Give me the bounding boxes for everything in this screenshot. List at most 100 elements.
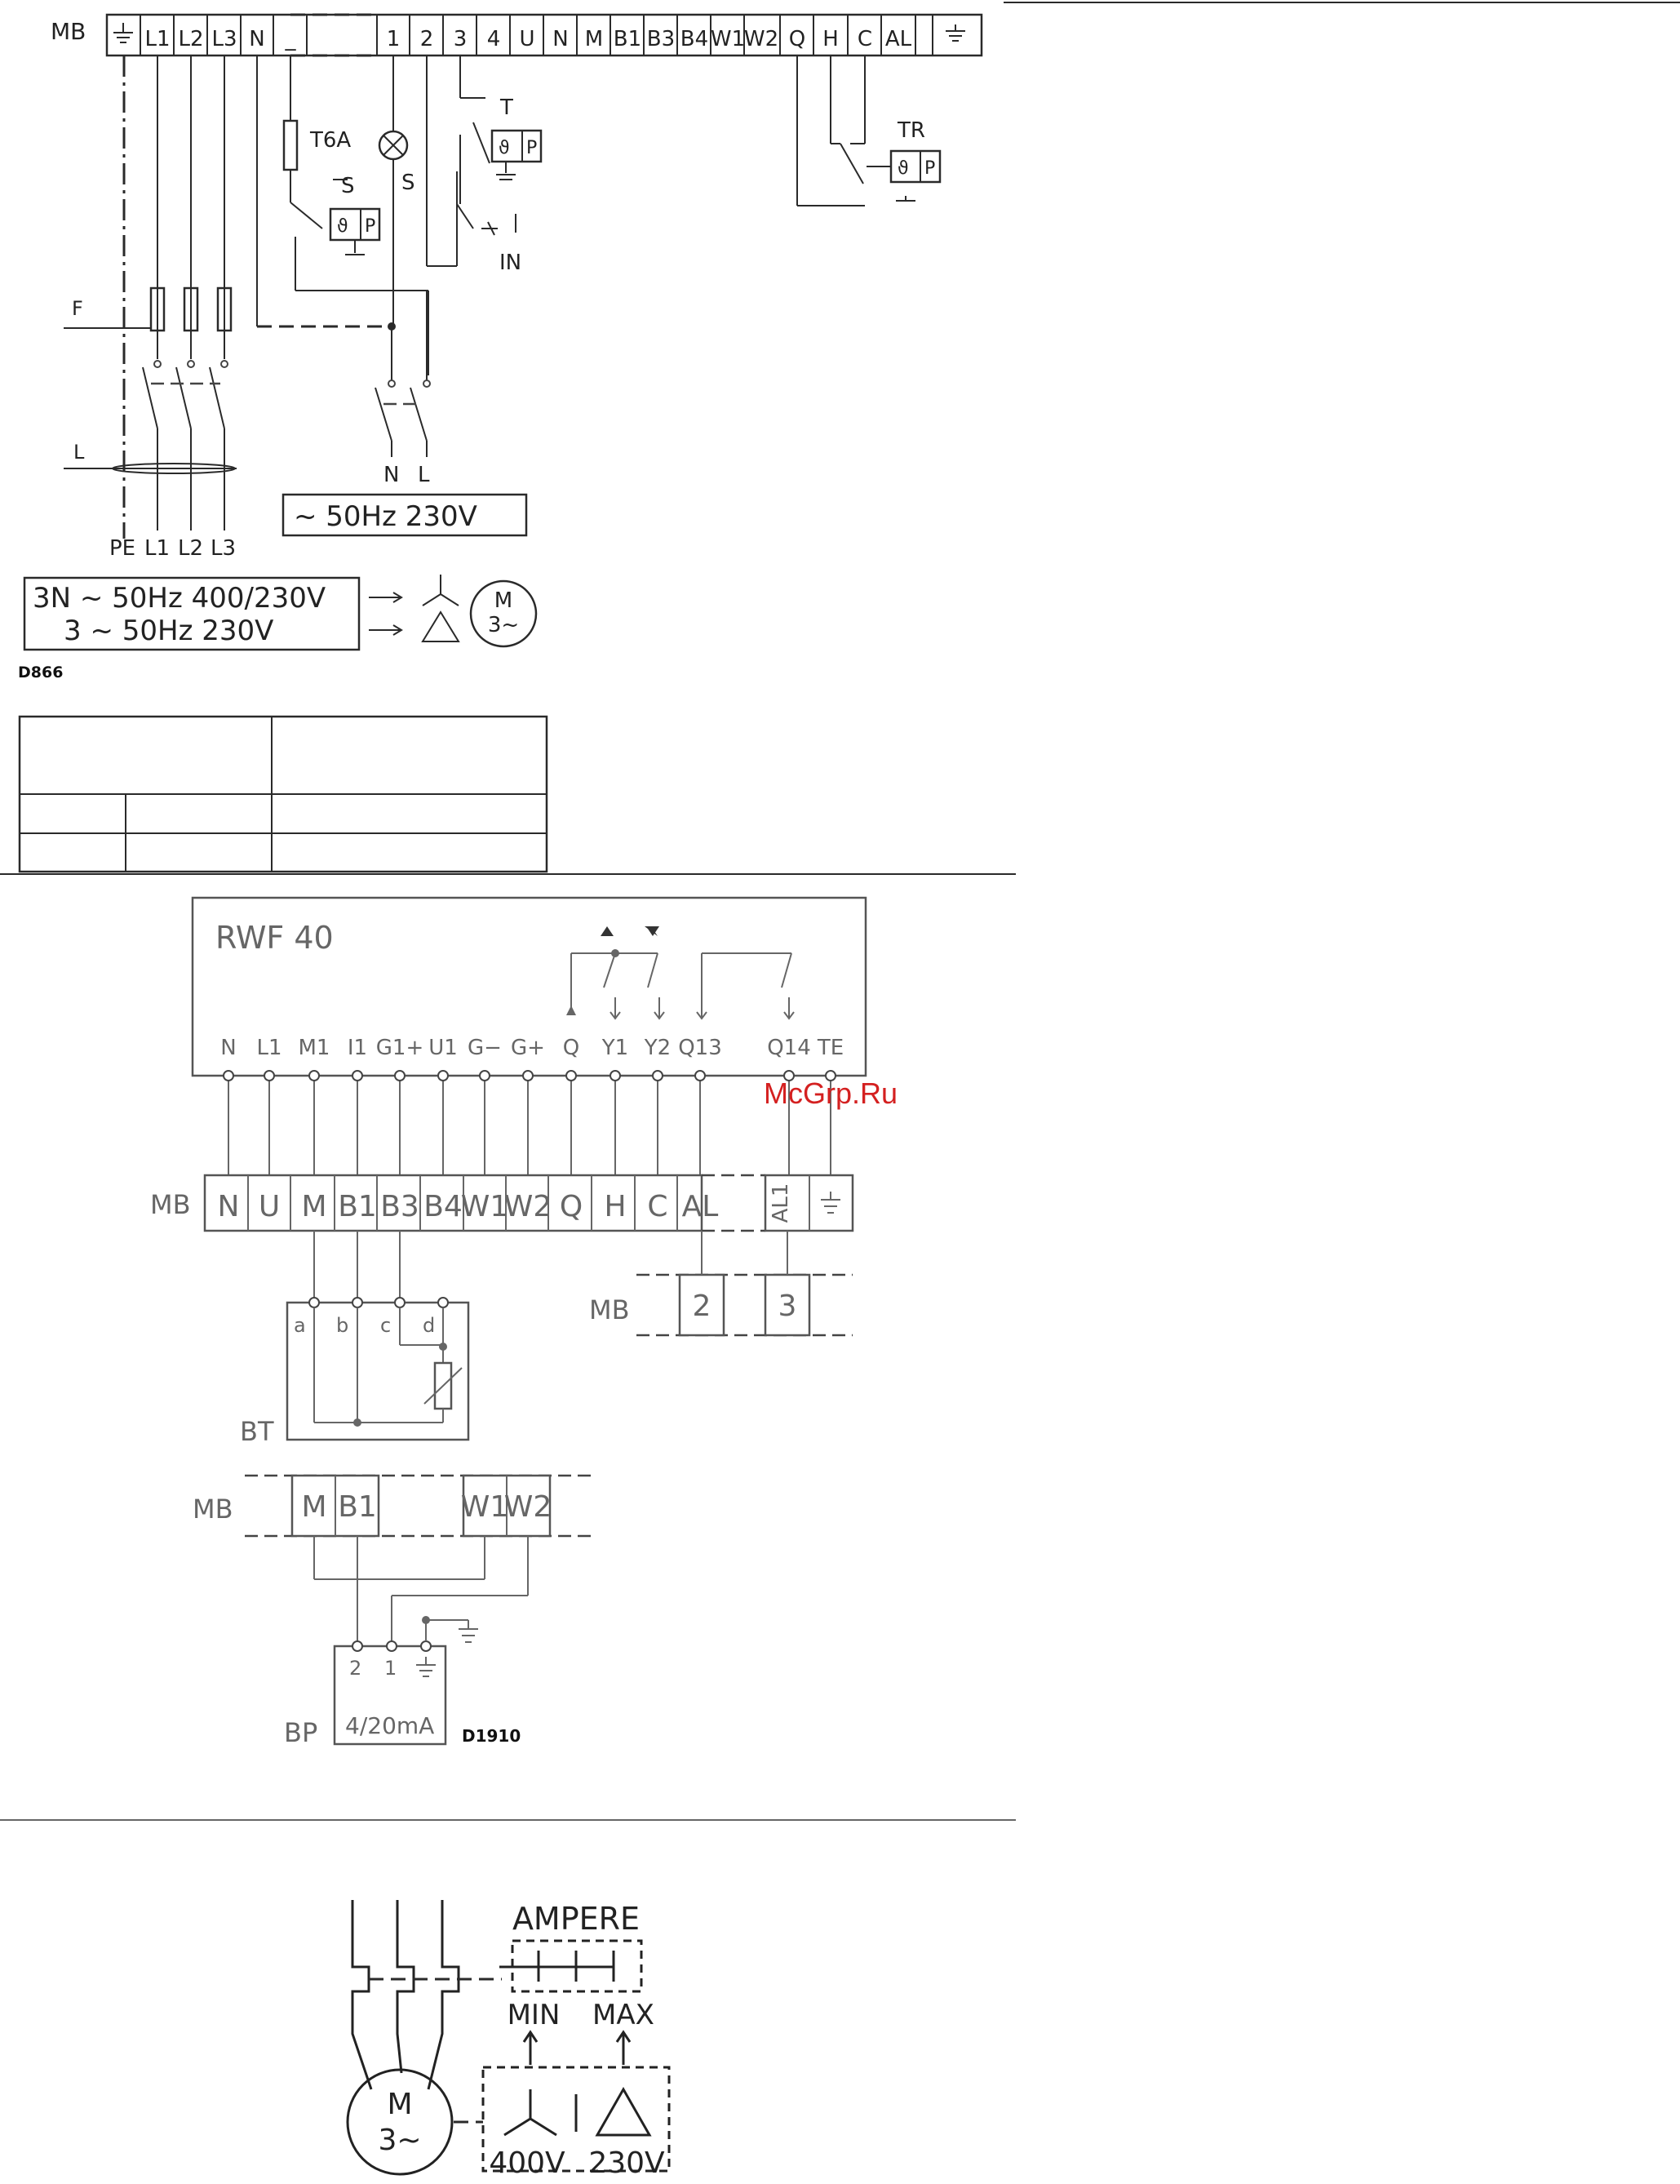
star-connection-icon: [422, 575, 459, 606]
motor-3-label-2: 3~: [378, 2124, 421, 2157]
mb-label-bottom: MB: [193, 1494, 233, 1525]
motor-m-label-2: M: [387, 2088, 412, 2121]
mb-terminal-label: M: [301, 1190, 326, 1223]
mb-terminal-label: N: [218, 1190, 240, 1223]
bp-label: BP: [284, 1717, 317, 1748]
thermostat-tr: [889, 149, 942, 184]
terminal-label: L2: [178, 27, 203, 51]
pe-label: PE: [109, 536, 135, 561]
theta-icon: ϑ: [337, 216, 348, 237]
earth-icon: [821, 1192, 840, 1214]
mb-terminal-w2: W2: [504, 1490, 552, 1524]
star-delta-box: [481, 2066, 671, 2173]
mb-terminal-label: W1: [461, 1190, 509, 1223]
star-connection-icon: [503, 2089, 557, 2137]
mb-terminal-label: B3: [380, 1190, 419, 1223]
rwf-terminal-label: G1+: [376, 1036, 423, 1060]
thermostat-t: [490, 129, 543, 163]
rwf-terminal-label: Q13: [678, 1036, 722, 1060]
fuse-t6a-label: T6A: [309, 128, 351, 153]
t-label: T: [499, 95, 513, 120]
rwf-terminal-label: M1: [299, 1036, 330, 1060]
min-label: MIN: [508, 1999, 561, 2031]
terminal-label: U: [519, 27, 534, 51]
mb-terminal-b1: B1: [338, 1490, 377, 1524]
terminal-label: C: [858, 27, 872, 51]
rwf-terminal-label: TE: [817, 1036, 844, 1060]
bt-pin-b: b: [336, 1314, 348, 1337]
in-label: IN: [499, 251, 521, 275]
l1-label: L1: [144, 536, 170, 561]
mb-terminal-3: 3: [778, 1290, 797, 1323]
rwf40-controller-box: [191, 896, 867, 1077]
terminal-label: 3: [454, 27, 468, 51]
blank-table: [18, 715, 548, 873]
l3-label: L3: [211, 536, 236, 561]
ampere-label: AMPERE: [512, 1901, 640, 1937]
bt-label: BT: [240, 1416, 274, 1447]
delta-connection-icon: [421, 610, 460, 642]
mb-terminal-label: H: [604, 1190, 626, 1223]
terminal-label: M: [585, 27, 603, 51]
bt-pin-a: a: [294, 1314, 306, 1337]
l2-label: L2: [178, 536, 203, 561]
mb-terminal-label: AL: [682, 1190, 719, 1223]
terminal-label: 1: [387, 27, 401, 51]
terminal-label: W1: [711, 27, 745, 51]
terminal-label: 4: [487, 27, 501, 51]
motor-m-label: M: [494, 588, 512, 613]
n-out-label: N: [383, 463, 399, 487]
bp-transducer-box: [333, 1645, 447, 1746]
bt-pin-c: c: [380, 1314, 391, 1337]
f-label: F: [72, 297, 83, 320]
supply-three-line2: 3 ~ 50Hz 230V: [64, 615, 273, 647]
theta-icon: ϑ: [898, 158, 909, 179]
terminal-label: Q: [789, 27, 805, 51]
rwf-terminal-label: G+: [511, 1036, 545, 1060]
terminal-label: H: [822, 27, 839, 51]
pressure-switch-s: [329, 207, 381, 242]
supply-three-line1: 3N ~ 50Hz 400/230V: [33, 582, 326, 615]
p-icon: P: [924, 158, 935, 179]
rwf40-label: RWF 40: [215, 920, 334, 956]
terminal-label: L1: [144, 27, 170, 51]
mb-label-mid: MB: [150, 1189, 191, 1220]
supply-230v-label: ~ 50Hz 230V: [294, 500, 477, 533]
rwf-terminal-label: Y1: [601, 1036, 628, 1060]
diagram-code-d866: D866: [18, 664, 63, 681]
mb-terminal-label: B1: [338, 1190, 377, 1223]
bp-pin-1: 1: [384, 1657, 397, 1680]
rwf-terminal-label: I1: [348, 1036, 367, 1060]
terminal-label: N: [552, 27, 568, 51]
mb-terminal-label: C: [647, 1190, 667, 1223]
mb-terminal-label: U: [259, 1190, 280, 1223]
rwf-terminal-label: G−: [468, 1036, 502, 1060]
supply-230v-box: [281, 493, 528, 537]
lamp-s-label: S: [401, 171, 415, 195]
diagram-code-d1910: D1910: [462, 1726, 521, 1746]
mb-terminal-2: 2: [693, 1290, 711, 1323]
earth-icon: [946, 24, 965, 42]
motor-icon: [469, 579, 538, 648]
p-icon: P: [365, 216, 375, 237]
rwf-terminal-label: U1: [428, 1036, 458, 1060]
terminal-label: 2: [420, 27, 434, 51]
theta-icon: ϑ: [499, 138, 510, 158]
rwf-terminal-label: Q: [563, 1036, 579, 1060]
terminal-label: L3: [211, 27, 237, 51]
bt-pin-d: d: [423, 1314, 435, 1337]
l-label: L: [73, 441, 85, 464]
terminal-strip-mid: [203, 1174, 703, 1232]
supply-three-phase-box: [23, 576, 361, 651]
mb-terminal-w1: W1: [461, 1490, 509, 1524]
mb-terminal-m: M: [301, 1490, 326, 1524]
mb-label-top: MB: [51, 18, 86, 45]
terminal-label: B4: [680, 27, 708, 51]
v230-label: 230V: [588, 2146, 665, 2180]
tr-label: TR: [897, 118, 925, 143]
mb-label-23: MB: [589, 1294, 630, 1325]
rwf-terminal-label: Y2: [644, 1036, 671, 1060]
